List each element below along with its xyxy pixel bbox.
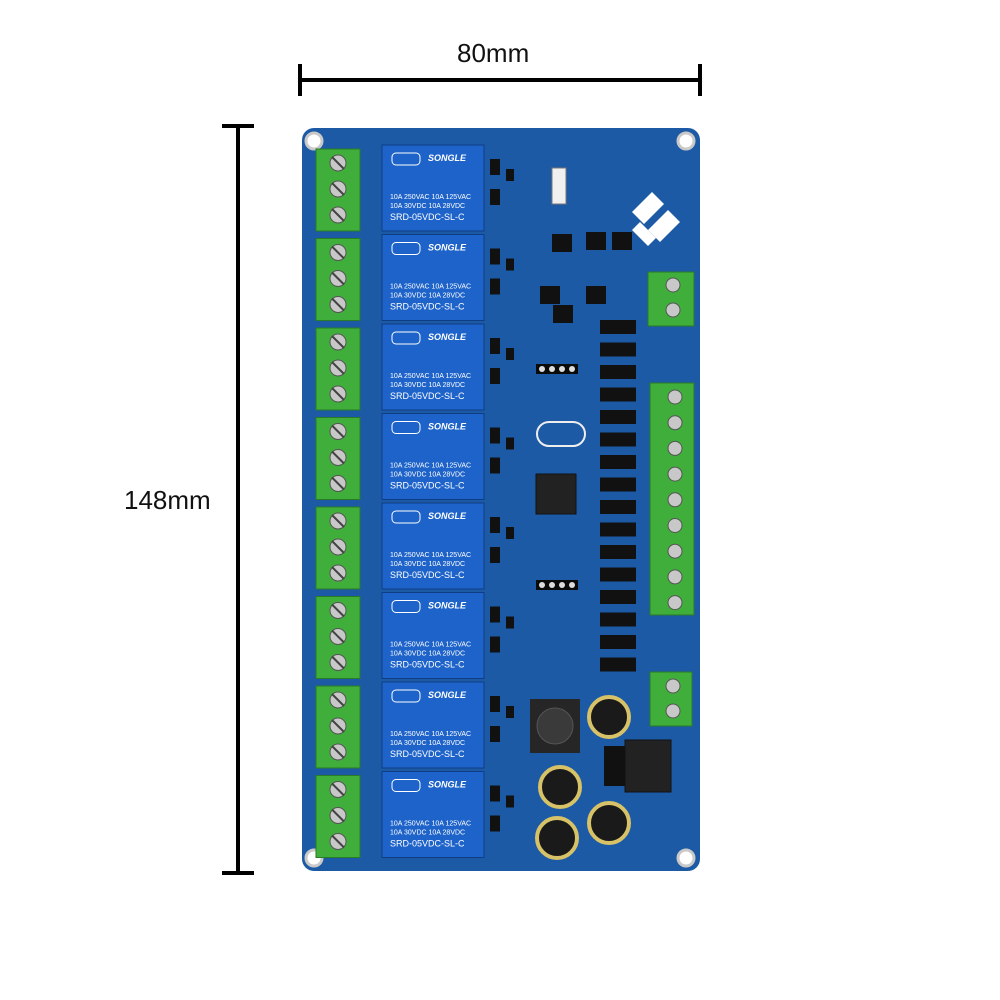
- right-terminal-top: [647, 271, 695, 327]
- optocoupler: [600, 657, 636, 672]
- capacitors: [535, 695, 631, 860]
- relay-model: SRD-05VDC-SL-C: [390, 749, 465, 759]
- optocoupler: [600, 320, 636, 334]
- optocoupler: [600, 590, 636, 604]
- smd-ic: [612, 232, 632, 250]
- relay: SONGLE 10A 250VAC 10A 125VAC 10A 30VDC 10A…: [381, 234, 514, 321]
- relay-rating-1: 10A 250VAC 10A 125VAC: [390, 194, 471, 201]
- optocoupler: [600, 522, 636, 537]
- relay-model: SRD-05VDC-SL-C: [390, 660, 465, 670]
- relay-rating-2: 10A 30VDC 10A 28VDC: [390, 830, 465, 837]
- input-terminal-block: [649, 382, 695, 616]
- optocoupler: [600, 342, 636, 357]
- relay-terminal-block: [315, 596, 361, 679]
- height-dimension-label: 148mm: [124, 485, 211, 515]
- relay-brand: SONGLE: [428, 422, 467, 432]
- brand-logo: [632, 192, 680, 246]
- crystal: [536, 421, 586, 447]
- relay-model: SRD-05VDC-SL-C: [390, 839, 465, 849]
- optocoupler: [600, 545, 636, 559]
- optocoupler: [600, 477, 636, 492]
- relay-rating-1: 10A 250VAC 10A 125VAC: [390, 463, 471, 470]
- optocoupler: [600, 567, 636, 582]
- height-dimension-line: [222, 124, 254, 875]
- relay-model: SRD-05VDC-SL-C: [390, 302, 465, 312]
- relay-terminal-block: [315, 417, 361, 500]
- relay: SONGLE 10A 250VAC 10A 125VAC 10A 30VDC 10A…: [381, 592, 514, 679]
- relay-rating-1: 10A 250VAC 10A 125VAC: [390, 642, 471, 649]
- voltage-regulator: [604, 739, 672, 793]
- relay: SONGLE 10A 250VAC 10A 125VAC 10A 30VDC 10A…: [381, 771, 514, 858]
- relay-brand: SONGLE: [428, 243, 467, 253]
- relay-model: SRD-05VDC-SL-C: [390, 391, 465, 401]
- optocoupler: [600, 455, 636, 469]
- relay-rating-1: 10A 250VAC 10A 125VAC: [390, 373, 471, 380]
- relay-brand: SONGLE: [428, 690, 467, 700]
- relay-terminal-block: [315, 775, 361, 858]
- relay: SONGLE 10A 250VAC 10A 125VAC 10A 30VDC 10A…: [381, 502, 514, 590]
- width-dimension-line: [298, 64, 702, 96]
- relay-terminal-block: [315, 685, 361, 769]
- relay-rating-2: 10A 30VDC 10A 28VDC: [390, 293, 465, 300]
- smd-ic: [553, 305, 573, 323]
- smd-ic: [586, 232, 606, 250]
- relay-rating-2: 10A 30VDC 10A 28VDC: [390, 740, 465, 747]
- header-top: [536, 364, 578, 374]
- relay-brand: SONGLE: [428, 511, 467, 521]
- relay-terminals: [315, 148, 361, 858]
- smd-components: [540, 232, 636, 672]
- optocoupler: [600, 635, 636, 649]
- smd-ic: [586, 286, 606, 304]
- power-terminal: [649, 671, 693, 727]
- relay-rating-1: 10A 250VAC 10A 125VAC: [390, 731, 471, 738]
- inductor-core: [536, 707, 574, 745]
- relay-terminal-block: [315, 327, 361, 411]
- optocoupler: [600, 365, 636, 379]
- relay-terminal-block: [315, 238, 361, 321]
- width-dimension-label: 80mm: [457, 38, 530, 68]
- relay-brand: SONGLE: [428, 153, 467, 163]
- relay: SONGLE 10A 250VAC 10A 125VAC 10A 30VDC 10A…: [381, 323, 514, 411]
- relay-model: SRD-05VDC-SL-C: [390, 212, 465, 222]
- relay: SONGLE 10A 250VAC 10A 125VAC 10A 30VDC 10A…: [381, 681, 514, 769]
- relay-rating-2: 10A 30VDC 10A 28VDC: [390, 561, 465, 568]
- optocoupler: [600, 410, 636, 424]
- relay-rating-1: 10A 250VAC 10A 125VAC: [390, 552, 471, 559]
- relay-rating-2: 10A 30VDC 10A 28VDC: [390, 382, 465, 389]
- relay-model: SRD-05VDC-SL-C: [390, 481, 465, 491]
- optocoupler: [600, 387, 636, 402]
- smd-ic: [540, 286, 560, 304]
- reset-button: [551, 167, 567, 205]
- relay: SONGLE 10A 250VAC 10A 125VAC 10A 30VDC 10A…: [381, 144, 514, 232]
- optocoupler: [600, 432, 636, 447]
- header-bottom: [536, 580, 578, 590]
- relay-terminal-block: [315, 506, 361, 590]
- relay-rating-2: 10A 30VDC 10A 28VDC: [390, 651, 465, 658]
- relay-terminal-block: [315, 148, 361, 232]
- relay-column: SONGLE 10A 250VAC 10A 125VAC 10A 30VDC 10A…: [381, 144, 514, 858]
- optocoupler: [600, 500, 636, 514]
- relay-brand: SONGLE: [428, 780, 467, 790]
- relay-brand: SONGLE: [428, 601, 467, 611]
- optocoupler: [600, 612, 636, 627]
- relay: SONGLE 10A 250VAC 10A 125VAC 10A 30VDC 10A…: [381, 413, 514, 500]
- relay-rating-2: 10A 30VDC 10A 28VDC: [390, 472, 465, 479]
- relay-rating-1: 10A 250VAC 10A 125VAC: [390, 284, 471, 291]
- relay-rating-1: 10A 250VAC 10A 125VAC: [390, 821, 471, 828]
- relay-brand: SONGLE: [428, 332, 467, 342]
- microcontroller-chip: [535, 473, 577, 515]
- relay-rating-2: 10A 30VDC 10A 28VDC: [390, 203, 465, 210]
- smd-ic: [552, 234, 572, 252]
- relay-model: SRD-05VDC-SL-C: [390, 570, 465, 580]
